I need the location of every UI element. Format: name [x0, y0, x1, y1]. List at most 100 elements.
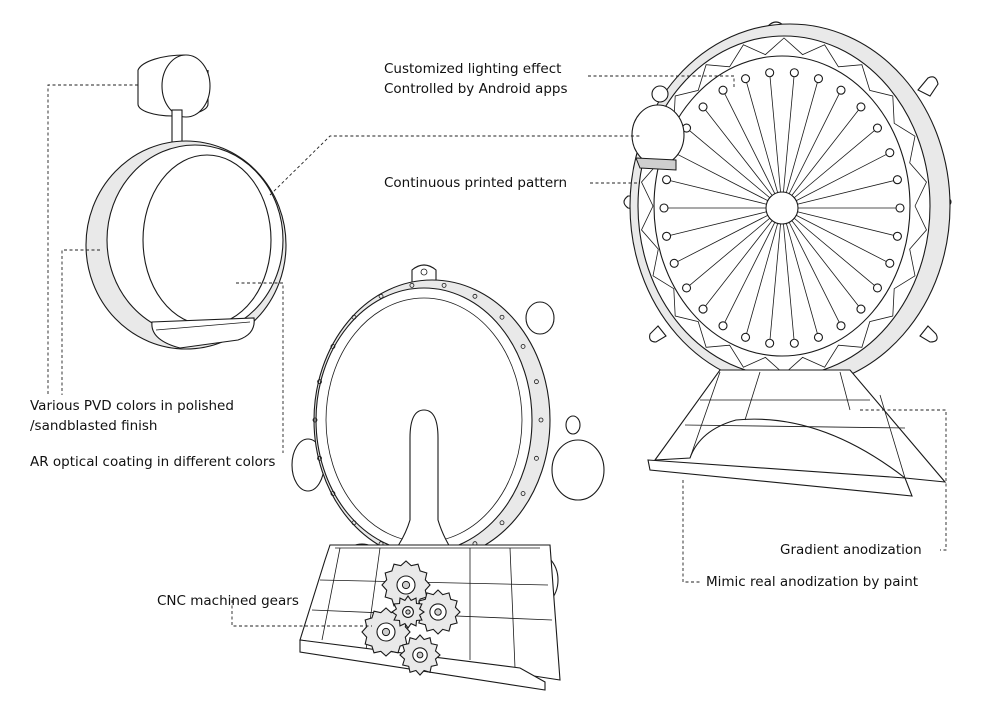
right-wheel-cabin	[631, 104, 685, 166]
spoke-light	[765, 68, 775, 78]
right-wheel-hub	[765, 191, 799, 225]
spoke	[781, 207, 890, 264]
middle-cabin-right	[551, 439, 605, 501]
spoke-light	[885, 148, 895, 158]
right-wheel-spokes	[659, 68, 905, 348]
spoke-light	[872, 283, 883, 293]
spoke	[674, 207, 783, 264]
label-android-control: Controlled by Android apps	[384, 81, 568, 97]
wheel-gears-drawing	[291, 264, 605, 691]
middle-rim-bolts	[312, 282, 544, 558]
middle-cabin-top-right	[525, 301, 555, 335]
label-printed-pattern: Continuous printed pattern	[384, 175, 568, 191]
rim-bolt	[499, 520, 505, 526]
right-printed-pattern	[641, 37, 927, 375]
spoke-light	[698, 304, 708, 314]
gear-axle	[401, 580, 411, 590]
rim-bolt	[330, 491, 336, 496]
rim-bolt	[409, 282, 415, 288]
gear-axle	[405, 609, 411, 615]
spoke	[722, 90, 783, 209]
spoke-light	[662, 231, 672, 241]
spoke-light	[789, 338, 799, 348]
spoke	[781, 207, 842, 326]
rim-bolt	[351, 314, 357, 320]
spoke	[666, 179, 783, 209]
spoke-light	[765, 338, 775, 348]
spoke	[702, 207, 783, 310]
spoke	[781, 127, 878, 209]
leader-lines	[47, 75, 947, 627]
cabin-drawing	[85, 54, 287, 350]
rim-bolt	[351, 520, 357, 526]
leader-ar-coating	[236, 282, 284, 453]
spoke	[781, 207, 862, 310]
spoke	[769, 72, 783, 209]
rim-bolt	[441, 282, 447, 288]
spoke	[674, 152, 783, 209]
leader-pattern-link	[269, 135, 640, 196]
spoke	[722, 207, 783, 326]
spoke-light	[669, 258, 679, 268]
rim-bolt	[534, 455, 539, 461]
cabin-glass	[142, 154, 272, 326]
spoke-light	[681, 283, 692, 293]
label-pvd-finish: /sandblasted finish	[30, 418, 158, 434]
spoke	[769, 207, 783, 344]
rim-bolt	[312, 417, 318, 423]
spoked-wheel-drawing	[623, 21, 952, 497]
spoke	[781, 207, 819, 338]
spoke-light	[718, 85, 728, 95]
leader-pvd-outer	[47, 84, 138, 395]
spoke-light	[892, 175, 902, 185]
spoke	[781, 106, 862, 209]
rim-bolt	[330, 344, 336, 349]
spoke-light	[885, 258, 895, 268]
spoke	[702, 106, 783, 209]
rim-bolt	[317, 379, 322, 385]
spoke-light	[856, 102, 866, 112]
leader-pvd-inner	[61, 249, 100, 395]
cabin-cylinder-end	[161, 54, 211, 118]
label-mimic-anodization: Mimic real anodization by paint	[706, 574, 919, 590]
spoke-light	[836, 321, 846, 331]
spoke-light	[698, 102, 708, 112]
spoke-light	[659, 203, 669, 213]
spoke	[781, 207, 898, 237]
leader-gradient	[860, 409, 947, 551]
spoke	[745, 78, 783, 209]
middle-top-tab	[411, 264, 437, 283]
leader-mimic	[682, 480, 702, 583]
rim-bolt	[538, 417, 544, 423]
rim-bolt	[472, 293, 478, 299]
cabin-cylinder-top	[137, 54, 187, 71]
spoke-light	[662, 175, 672, 185]
rim-bolt	[520, 491, 526, 496]
gear-axle	[434, 608, 442, 616]
spoke	[781, 207, 878, 289]
leader-lighting	[588, 75, 735, 88]
spoke-light	[836, 85, 846, 95]
spoke-light	[872, 123, 883, 133]
label-gradient-anodization: Gradient anodization	[780, 542, 922, 558]
spoke-light	[789, 68, 799, 78]
spoke	[781, 90, 842, 209]
spoke-light	[740, 74, 751, 84]
label-lighting-effect: Customized lighting effect	[384, 61, 562, 77]
spoke	[686, 127, 783, 209]
right-truss-base	[653, 369, 947, 483]
rim-bolt	[520, 344, 526, 349]
spoke	[781, 152, 890, 209]
gear-axle	[416, 651, 424, 659]
rim-bolt	[378, 293, 384, 299]
spoke-light	[892, 231, 902, 241]
label-pvd-colors: Various PVD colors in polished	[30, 398, 234, 414]
spoke	[781, 179, 898, 209]
spoke	[781, 78, 819, 209]
spoke	[781, 72, 795, 209]
label-ar-coating: AR optical coating in different colors	[30, 454, 276, 470]
rim-bolt	[499, 314, 505, 320]
spoke-light	[740, 332, 751, 342]
right-platform	[647, 459, 913, 497]
